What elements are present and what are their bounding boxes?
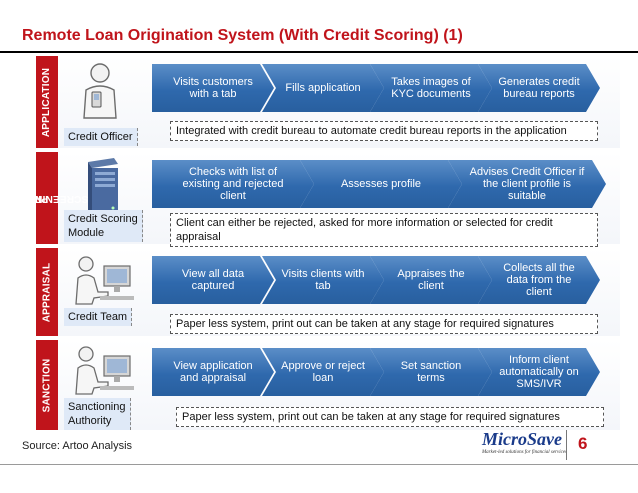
stage-tab-sanction: SANCTION: [36, 340, 58, 430]
step-fills-application: Fills application: [262, 64, 384, 112]
stage-appraisal: APPRAISAL Credit Team View all data capt…: [0, 248, 638, 336]
step-visits-customers: Visits customers with a tab: [152, 64, 274, 112]
stage-tab-appraisal: APPRAISAL: [36, 248, 58, 336]
step-takes-kyc-images: Takes images of KYC documents: [370, 64, 492, 112]
person-at-computer-icon: [70, 342, 150, 400]
title-divider: [0, 51, 638, 53]
person-at-computer-icon: [70, 252, 150, 310]
footer-rule: [0, 464, 638, 465]
source-note: Source: Artoo Analysis: [22, 440, 133, 452]
stage-tab-application: APPLICATION: [36, 56, 58, 148]
actor-label-credit-officer: Credit Officer: [64, 128, 138, 146]
stage-note: Integrated with credit bureau to automat…: [170, 121, 598, 141]
footer-divider: [566, 430, 567, 460]
stage-note: Client can either be rejected, asked for…: [170, 213, 598, 247]
microsave-logo: MicroSave Market-led solutions for finan…: [482, 429, 567, 455]
step-view-all-data: View all data captured: [152, 256, 274, 304]
step-approve-or-reject: Approve or reject loan: [262, 348, 384, 396]
slide-title: Remote Loan Origination System (With Cre…: [22, 27, 463, 44]
step-checks-existing-list: Checks with list of existing and rejecte…: [152, 160, 314, 208]
step-assesses-profile: Assesses profile: [300, 160, 462, 208]
step-collects-client-data: Collects all the data from the client: [478, 256, 600, 304]
stage-note: Paper less system, print out can be take…: [170, 314, 598, 334]
step-advises-officer: Advises Credit Officer if the client pro…: [448, 160, 606, 208]
step-visits-clients: Visits clients with tab: [262, 256, 384, 304]
actor-label-credit-team: Credit Team: [64, 308, 133, 326]
step-view-application: View application and appraisal: [152, 348, 274, 396]
stage-note: Paper less system, print out can be take…: [176, 407, 604, 427]
server-icon: [70, 156, 150, 216]
officer-with-phone-icon: [70, 60, 150, 122]
stage-application: APPLICATION Credit Officer Visits custom…: [0, 56, 638, 148]
step-appraises-client: Appraises the client: [370, 256, 492, 304]
stage-tab-pre-screening: PRE-SCREENING: [24, 152, 89, 244]
step-generates-bureau-reports: Generates credit bureau reports: [478, 64, 600, 112]
page-number: 6: [578, 434, 588, 453]
step-inform-client: Inform client automatically on SMS/IVR: [478, 348, 600, 396]
step-set-sanction-terms: Set sanction terms: [370, 348, 492, 396]
